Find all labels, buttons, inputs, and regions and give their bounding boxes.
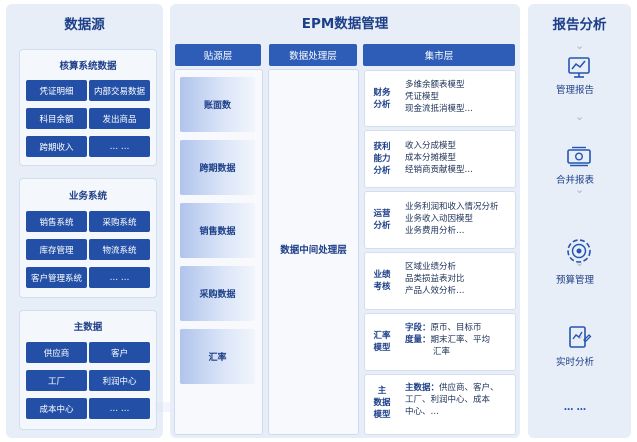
money-stack-icon[interactable] <box>565 145 593 169</box>
report-item-label[interactable]: 预算管理 <box>555 275 594 286</box>
source-item[interactable]: 科目余额 <box>26 108 87 129</box>
source-item[interactable]: 销售系统 <box>26 211 87 232</box>
group-title: 主数据 <box>73 322 103 333</box>
target-gear-icon[interactable] <box>565 237 593 265</box>
report-item-label[interactable]: 实时分析 <box>555 357 594 368</box>
process-layer-label: 数据中间处理层 <box>280 245 347 256</box>
report-title: 报告分析 <box>552 17 607 33</box>
mart-category: 财务分析 <box>373 88 391 110</box>
source-item[interactable]: 供应商 <box>26 342 87 363</box>
report-item-label[interactable]: 管理报告 <box>555 85 594 96</box>
business-system-group: 业务系统 销售系统 采购系统 库存管理 物流系统 客户管理系统 … … <box>19 178 157 298</box>
mart-layer-header: 集市层 <box>363 44 515 66</box>
accounting-data-group: 核算系统数据 凭证明细 内部交易数据 科目余额 发出商品 跨期收入 … … <box>19 49 157 166</box>
analysis-doc-icon[interactable] <box>566 324 592 350</box>
source-item[interactable]: 物流系统 <box>89 239 150 260</box>
source-item[interactable]: 内部交易数据 <box>89 80 150 101</box>
group-title: 业务系统 <box>68 191 107 202</box>
source-layer-column: 账面数 跨期数据 销售数据 采购数据 汇率 <box>174 69 263 435</box>
source-item[interactable]: 利润中心 <box>89 370 150 391</box>
source-item[interactable]: 跨期收入 <box>26 136 87 157</box>
report-item-label[interactable]: 合并报表 <box>555 175 594 186</box>
source-layer-item[interactable]: 跨期数据 <box>180 140 255 195</box>
chart-report-icon[interactable] <box>566 56 592 80</box>
mart-item-exchange-rate[interactable]: 汇率模型 字段：原币、目标币 度量：期末汇率、平均 汇率 <box>364 313 516 371</box>
more-item[interactable]: … … <box>89 398 150 419</box>
mart-item-operations[interactable]: 运营分析 业务利润和收入情况分析 业务收入动因模型 业务费用分析… <box>364 191 516 249</box>
mart-item-performance[interactable]: 业绩考核 区域业绩分析 品类损益表对比 产品人效分析… <box>364 252 516 310</box>
report-more-label[interactable]: … … <box>563 402 587 413</box>
group-title: 核算系统数据 <box>59 61 117 72</box>
mart-item-profitability[interactable]: 获利能力分析 收入分成模型 成本分摊模型 经销商贡献模型… <box>364 130 516 188</box>
source-item[interactable]: 成本中心 <box>26 398 87 419</box>
chevron-down-icon: ⌄ <box>575 183 585 196</box>
more-item[interactable]: … … <box>89 136 150 157</box>
process-layer-column: 数据中间处理层 <box>268 69 359 435</box>
source-layer-item[interactable]: 采购数据 <box>180 266 255 321</box>
chevron-down-icon: ⌄ <box>575 110 585 123</box>
mart-category: 汇率模型 <box>373 331 391 353</box>
source-layer-item[interactable]: 账面数 <box>180 77 255 132</box>
source-item[interactable]: 库存管理 <box>26 239 87 260</box>
source-item[interactable]: 采购系统 <box>89 211 150 232</box>
process-layer-header: 数据处理层 <box>269 44 357 66</box>
master-data-group: 主数据 供应商 客户 工厂 利润中心 成本中心 … … <box>19 310 157 430</box>
data-source-title: 数据源 <box>64 17 105 33</box>
mart-category: 主数据模型 <box>373 386 391 420</box>
mart-item-master-data[interactable]: 主数据模型 主数据：供应商、客户、 工厂、利润中心、成本 中心、… <box>364 374 516 435</box>
source-item[interactable]: 工厂 <box>26 370 87 391</box>
source-item[interactable]: 客户 <box>89 342 150 363</box>
mart-category: 获利能力分析 <box>373 142 391 176</box>
mart-category: 运营分析 <box>373 209 391 231</box>
epm-title: EPM数据管理 <box>301 16 389 32</box>
source-item[interactable]: 客户管理系统 <box>26 267 87 288</box>
source-item[interactable]: 凭证明细 <box>26 80 87 101</box>
source-item[interactable]: 发出商品 <box>89 108 150 129</box>
mart-category: 业绩考核 <box>373 270 391 292</box>
source-layer-item[interactable]: 汇率 <box>180 329 255 384</box>
source-layer-item[interactable]: 销售数据 <box>180 203 255 258</box>
source-layer-header: 贴源层 <box>175 44 261 66</box>
more-item[interactable]: … … <box>89 267 150 288</box>
chevron-down-icon: ⌄ <box>575 39 585 52</box>
mart-item-finance[interactable]: 财务分析 多维余额表模型 凭证模型 现金流抵消模型… <box>364 70 516 127</box>
